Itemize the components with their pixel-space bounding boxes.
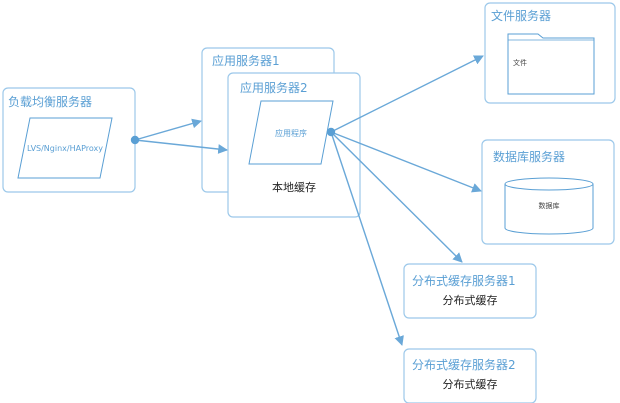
- arrow-app-to-cache1: [330, 131, 463, 263]
- database-server: 数据库服务器 数据库: [481, 139, 615, 245]
- file-server-title: 文件服务器: [491, 8, 551, 23]
- folder-icon: [507, 33, 595, 95]
- distributed-cache-1-box: [403, 263, 537, 319]
- local-cache-label: 本地缓存: [272, 180, 316, 194]
- file-server: 文件服务器 文件: [484, 2, 616, 104]
- database-cylinder-icon: [504, 177, 594, 235]
- distributed-cache-server-2: 分布式缓存服务器2 分布式缓存: [403, 348, 537, 403]
- distributed-cache-1-label: 分布式缓存: [443, 293, 498, 307]
- distributed-cache-server-1: 分布式缓存服务器1 分布式缓存: [403, 263, 537, 319]
- load-balancer-title: 负载均衡服务器: [8, 94, 92, 109]
- distributed-cache-2-box: [403, 348, 537, 403]
- distributed-cache-1-title: 分布式缓存服务器1: [412, 273, 516, 288]
- folder-label: 文件: [513, 58, 527, 67]
- application-parallelogram: [248, 100, 334, 165]
- app-server-2-title: 应用服务器2: [240, 80, 308, 95]
- arrow-lb-to-app1: [134, 118, 202, 141]
- application-label: 应用程序: [275, 128, 307, 138]
- database-label: 数据库: [539, 201, 560, 210]
- load-balancer-server: 负载均衡服务器 LVS/Nginx/HAProxy: [2, 87, 136, 193]
- distributed-cache-2-label: 分布式缓存: [443, 377, 498, 391]
- lb-software-parallelogram: [17, 117, 113, 179]
- arrow-app-to-file: [330, 55, 484, 133]
- arrow-lb-to-app2: [134, 139, 228, 154]
- app-server-2: 应用服务器2 应用程序 本地缓存: [227, 72, 361, 218]
- app-connector-dot: [326, 127, 336, 137]
- arrow-app-to-database: [330, 131, 482, 193]
- lb-software-label: LVS/Nginx/HAProxy: [27, 144, 103, 153]
- lb-connector-dot: [130, 135, 140, 145]
- app-server-1-title: 应用服务器1: [212, 53, 280, 68]
- database-server-title: 数据库服务器: [493, 149, 565, 164]
- arrow-app-to-cache2: [330, 131, 404, 346]
- distributed-cache-2-title: 分布式缓存服务器2: [412, 357, 516, 372]
- connectors: [130, 55, 484, 346]
